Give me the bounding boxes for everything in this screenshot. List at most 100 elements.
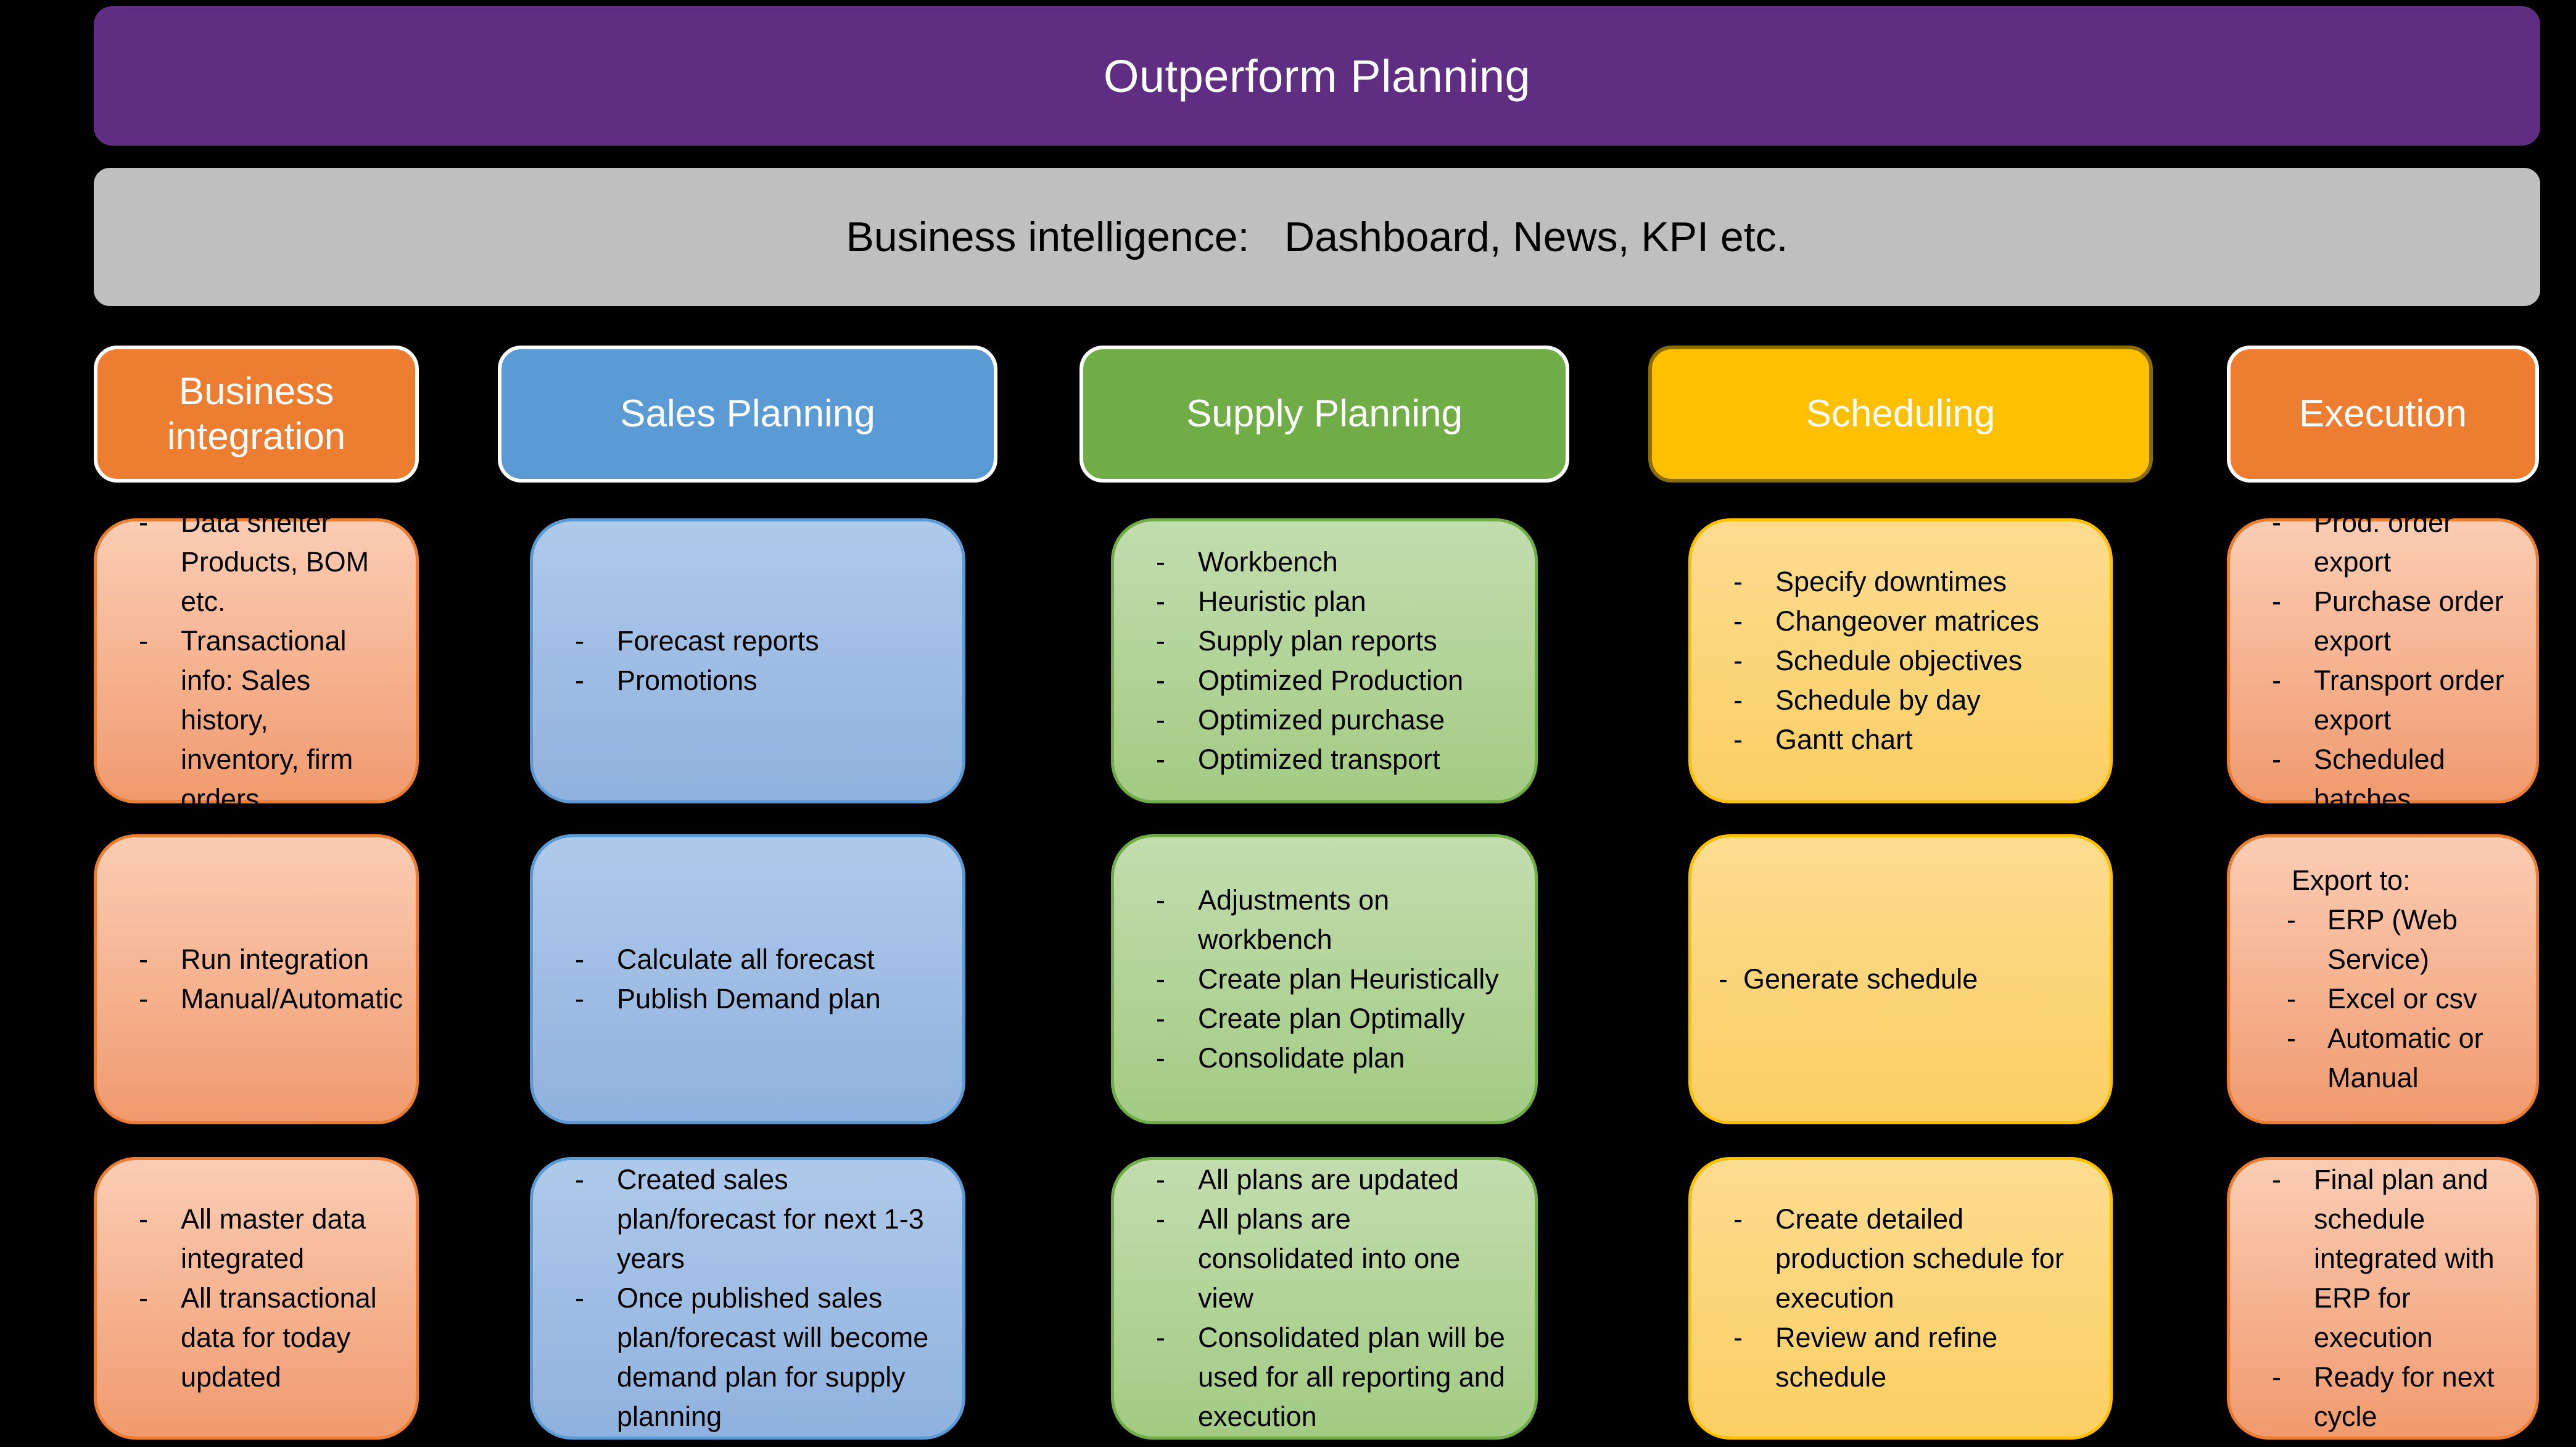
bullet-dash: - (575, 665, 584, 696)
column-scheduling: Scheduling -Specify downtimes -Changeove… (1648, 0, 2153, 1447)
bullet-dash: - (1733, 566, 1743, 598)
bullet-dash: - (1733, 1203, 1743, 1235)
bullet-text: Specify downtimes (1775, 566, 2007, 598)
bullet-text: All plans are updated (1198, 1164, 1459, 1196)
bullet-text: Schedule by day (1775, 684, 1981, 716)
bullet-item: -Gantt chart (1716, 720, 2085, 760)
bullet-item: - Adjustments on workbench (1139, 881, 1510, 960)
bullet-item: -Heuristic plan (1139, 582, 1510, 621)
bullet-dash: - (2287, 904, 2296, 936)
bullet-dash: - (1156, 665, 1165, 696)
bullet-item: -Optimized Production (1139, 661, 1510, 700)
bullet-item: -All plans are updated (1139, 1160, 1510, 1200)
bullet-item: -Schedule objectives (1716, 641, 2085, 681)
bullet-dash: - (1156, 625, 1165, 657)
bullet-dash: - (1156, 743, 1165, 775)
business-intelligence-label: Business intelligence: Dashboard, News, … (846, 214, 1788, 260)
bullet-dash: - (1156, 1042, 1165, 1074)
bullet-item: - All transactional data for today update… (122, 1279, 391, 1397)
bullet-dash: - (139, 507, 148, 539)
bullet-text: Adjustments on workbench (1198, 884, 1390, 956)
bullet-dash: - (1156, 1203, 1165, 1235)
bullet-text: Ready for next cycle (2314, 1361, 2495, 1432)
bullet-item: - Transactional info: Sales history, inve… (122, 621, 391, 818)
bullet-dash: - (1733, 1321, 1743, 1353)
box-supply-planning-3: -All plans are updated -All plans are co… (1111, 1157, 1538, 1440)
header-execution: Execution (2227, 346, 2539, 483)
bullet-item: -Excel or csv (2273, 979, 2511, 1019)
column-business-integration: Business integration -Data shelter Produ… (94, 0, 419, 1447)
bullet-dash: - (2272, 1361, 2281, 1393)
list-lead: Export to: (2292, 864, 2411, 897)
bullet-dash: - (139, 983, 148, 1014)
header-label: Business integration (167, 370, 346, 458)
box-scheduling-2: -Generate schedule (1688, 834, 2113, 1124)
bullet-text: Schedule objectives (1775, 645, 2023, 677)
bullet-item: -Create plan Heuristically (1139, 960, 1510, 999)
header-business-integration: Business integration (94, 346, 419, 483)
bullet-text: Transactional info: Sales history, inven… (181, 625, 353, 815)
box-execution-3: - Final plan and schedule integrated with… (2227, 1157, 2539, 1440)
bullet-dash: - (2272, 1164, 2281, 1196)
bullet-item: -Workbench (1139, 542, 1510, 582)
box-business-integration-1: -Data shelter Products, BOM etc. -Transa… (94, 507, 419, 815)
bullet-dash: - (1156, 703, 1165, 736)
bullet-item: -Optimized purchase (1139, 700, 1510, 740)
bullet-text: Heuristic plan (1198, 586, 1366, 618)
bullet-text: All transactional data for today updated (181, 1282, 377, 1393)
bullet-dash: - (1156, 1321, 1165, 1353)
bullet-dash: - (139, 943, 148, 976)
bullet-dash: - (2287, 983, 2296, 1014)
header-label: Supply Planning (1186, 392, 1463, 436)
bullet-item: -All master data integrated (122, 1200, 391, 1279)
box-execution-1: -Prod. order export -Purchase order expo… (2227, 507, 2539, 815)
bullet-dash: - (139, 1203, 148, 1235)
bullet-text: Consolidated plan will be used for all r… (1198, 1321, 1505, 1432)
business-intelligence-banner: Business intelligence: Dashboard, News, … (94, 168, 2540, 306)
bullet-dash: - (2287, 1022, 2296, 1054)
header-label: Execution (2298, 392, 2467, 436)
bullet-text: Create plan Optimally (1198, 1002, 1465, 1034)
bullet-dash: - (2272, 586, 2281, 618)
bullet-dash: - (139, 1282, 148, 1314)
bullet-text: Excel or csv (2327, 983, 2477, 1014)
bullet-dash: - (2272, 665, 2281, 696)
bullet-item: -Data shelter Products, BOM etc. (122, 503, 391, 621)
bullet-dash: - (1156, 884, 1165, 916)
bullet-text: Generate schedule (1743, 963, 1978, 995)
bullet-item: -Automatic or Manual (2273, 1019, 2511, 1098)
box-supply-planning-2: -Adjustments on workbench -Create plan H… (1111, 834, 1538, 1124)
bullet-text: Once published sales plan/forecast will … (617, 1282, 929, 1432)
bullet-text: Final plan and schedule integrated with … (2314, 1164, 2495, 1353)
bullet-text: ERP (Web Service) (2327, 904, 2458, 976)
bullet-item: -Review and refine schedule (1716, 1318, 2085, 1397)
column-execution: Execution -Prod. order export -Purchase … (2227, 0, 2539, 1447)
box-business-integration-3: -All master data integrated - All transac… (94, 1157, 419, 1440)
bullet-text: Consolidate plan (1198, 1042, 1405, 1074)
box-sales-planning-2: -Calculate all forecast -Publish Demand … (530, 834, 965, 1124)
bullet-text: Create plan Heuristically (1198, 963, 1499, 995)
bullet-text: Optimized transport (1198, 743, 1440, 775)
bullet-item: -Promotions (558, 661, 938, 700)
box-execution-2: Export to: -ERP (Web Service) -Excel or … (2227, 834, 2539, 1124)
bullet-item: -ERP (Web Service) (2273, 900, 2511, 979)
title-banner: Outperform Planning (94, 6, 2540, 146)
bullet-item: -Calculate all forecast (558, 940, 938, 979)
header-sales-planning: Sales Planning (498, 346, 997, 483)
bullet-text: Scheduled batches (2314, 743, 2445, 815)
bullet-text: Optimized purchase (1198, 703, 1445, 736)
bullet-item: - Optimized transport (1139, 740, 1510, 779)
bullet-dash: - (575, 625, 584, 657)
box-scheduling-1: -Specify downtimes -Changeover matrices … (1688, 518, 2113, 803)
bullet-text: Workbench (1198, 546, 1338, 578)
bullet-dash: - (139, 625, 148, 657)
bullet-item: -Create plan Optimally (1139, 999, 1510, 1039)
bullet-text: All plans are consolidated into one view (1198, 1203, 1461, 1314)
bullet-dash: - (575, 983, 584, 1014)
box-sales-planning-3: -Created sales plan/forecast for next 1-… (530, 1157, 965, 1440)
bullet-item: -Generate schedule (1716, 960, 2085, 999)
bullet-text: Calculate all forecast (617, 943, 875, 976)
bullet-dash: - (1733, 605, 1743, 637)
box-supply-planning-1: -Workbench -Heuristic plan -Supply plan … (1111, 518, 1538, 803)
bullet-item: -Create detailed production schedule for… (1716, 1200, 2085, 1318)
